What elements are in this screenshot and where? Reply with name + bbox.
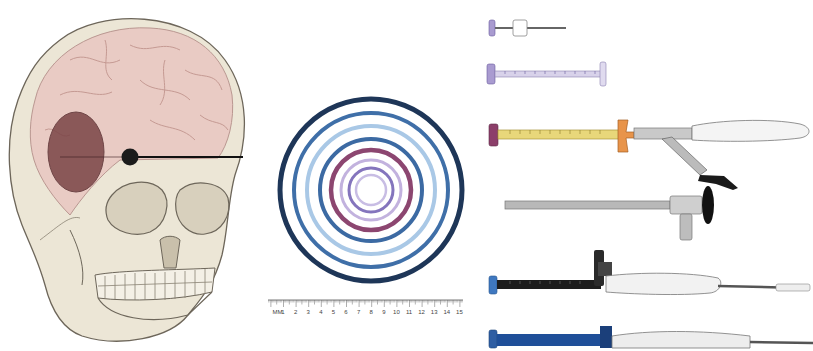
ruler-number: 8: [370, 309, 373, 316]
ruler: [268, 300, 463, 308]
ruler-number: 6: [344, 309, 347, 316]
ruler-number: 13: [431, 309, 438, 316]
ruler-number: 7: [357, 309, 360, 316]
ruler-number: 11: [406, 309, 412, 316]
ruler-number: 14: [443, 309, 450, 316]
ruler-number: 3: [307, 309, 310, 316]
ruler-number: 10: [393, 309, 400, 316]
ruler-number: 4: [319, 309, 322, 316]
skull: [9, 19, 244, 341]
ruler-number: 15: [456, 309, 463, 316]
sheath-sizes: [280, 99, 462, 281]
unit-label: MM: [272, 309, 282, 316]
ruler-number: 9: [382, 309, 385, 316]
ruler-number: 1: [281, 309, 284, 316]
ruler-number: 2: [294, 309, 297, 316]
ruler-number: 12: [418, 309, 425, 316]
instruments: [487, 20, 813, 348]
ruler-number: 5: [332, 309, 335, 316]
